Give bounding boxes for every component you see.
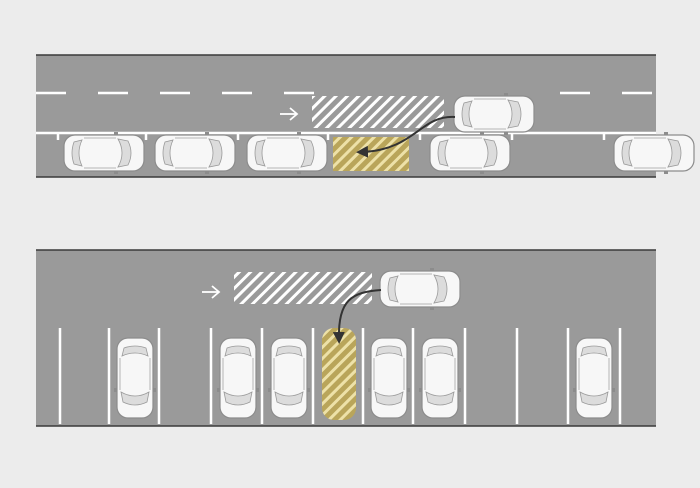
perpendicular-parking-panel (36, 249, 656, 427)
target-parking-space (322, 328, 356, 420)
parking-bay-markings (36, 131, 656, 140)
parked-car (63, 131, 145, 175)
parked-car (267, 337, 311, 419)
maneuvering-car (379, 267, 461, 311)
maneuvering-car (453, 92, 535, 136)
right-arrow-icon (202, 285, 221, 299)
parked-car (367, 337, 411, 419)
maneuver-path-area (312, 96, 444, 128)
parked-car (429, 131, 511, 175)
maneuver-arrow (356, 115, 456, 158)
parking-bay-markings (58, 328, 622, 424)
maneuver-arrow (332, 289, 382, 344)
parallel-parking-panel (36, 54, 695, 178)
parked-car (572, 337, 616, 419)
target-parking-space (333, 137, 409, 171)
parked-car (113, 337, 157, 419)
parked-car (216, 337, 260, 419)
parked-car (246, 131, 328, 175)
maneuver-path-area (234, 272, 372, 304)
parked-car (418, 337, 462, 419)
right-arrow-icon (280, 107, 299, 121)
parked-car (154, 131, 236, 175)
parked-car (613, 131, 695, 175)
